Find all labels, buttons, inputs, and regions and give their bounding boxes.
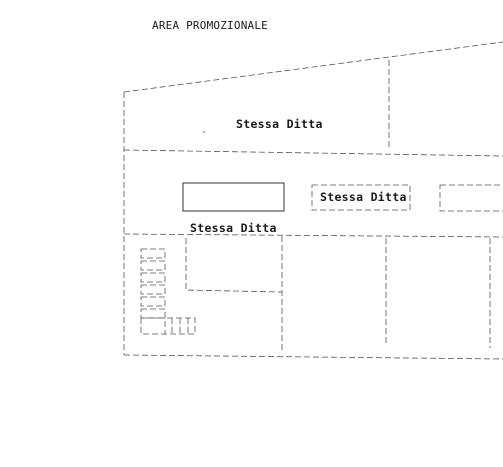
mini-unit-bottom	[140, 317, 196, 335]
mini-box-2	[140, 260, 166, 271]
mini-box-4	[140, 284, 166, 295]
mini-box-1	[140, 248, 166, 259]
solid-stand-box	[182, 182, 285, 212]
outer-wall-bottom	[123, 354, 503, 360]
label-upper-block: Stessa Ditta	[236, 117, 323, 131]
divider-upper	[123, 149, 503, 157]
roof-line	[123, 41, 503, 93]
label-lower-block: Stessa Ditta	[190, 221, 277, 235]
stall-middle-label	[311, 184, 411, 211]
divider-lower	[123, 233, 503, 238]
stall-lower-label	[185, 238, 283, 293]
mini-box-3	[140, 272, 166, 283]
stall-right-edge	[439, 184, 503, 212]
label-middle-block: Stessa Ditta	[320, 190, 407, 204]
diagram-title: AREA PROMOZIONALE	[152, 19, 268, 32]
dot-mark	[203, 131, 205, 133]
mini-box-6	[140, 308, 166, 319]
mini-box-5	[140, 296, 166, 307]
